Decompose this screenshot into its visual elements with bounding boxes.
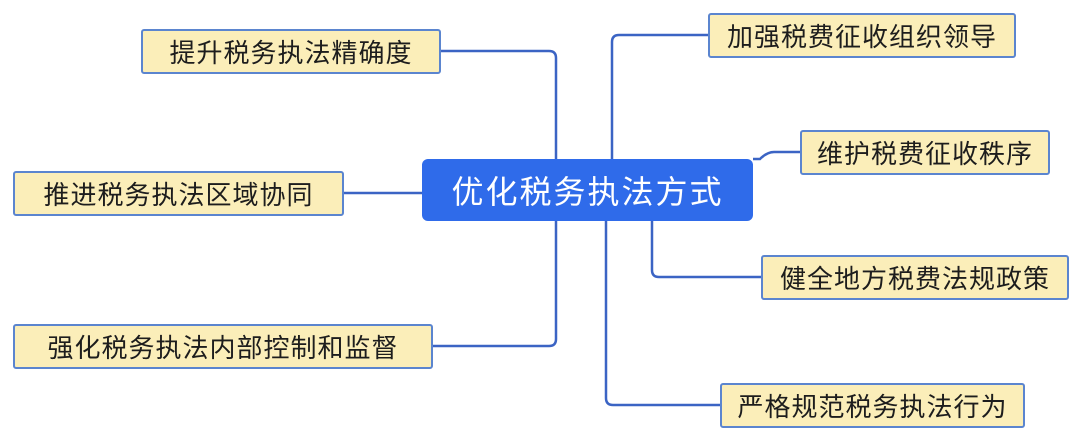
connector-right-2 bbox=[753, 150, 800, 161]
connector-left-1 bbox=[441, 49, 558, 159]
branch-node-left-3: 强化税务执法内部控制和监督 bbox=[13, 324, 433, 369]
connector-left-3 bbox=[433, 221, 558, 348]
branch-node-right-4: 严格规范税务执法行为 bbox=[720, 383, 1025, 428]
branch-node-left-1: 提升税务执法精确度 bbox=[141, 29, 441, 74]
central-topic-node: 优化税务执法方式 bbox=[422, 159, 753, 221]
branch-node-left-2: 推进税务执法区域协同 bbox=[13, 171, 344, 216]
connector-right-4 bbox=[604, 221, 720, 407]
branch-node-right-1: 加强税费征收组织领导 bbox=[708, 13, 1016, 58]
connector-right-1 bbox=[610, 33, 708, 159]
branch-node-right-3: 健全地方税费法规政策 bbox=[761, 255, 1069, 300]
branch-node-right-2: 维护税费征收秩序 bbox=[800, 130, 1050, 175]
connector-right-3 bbox=[650, 221, 761, 279]
